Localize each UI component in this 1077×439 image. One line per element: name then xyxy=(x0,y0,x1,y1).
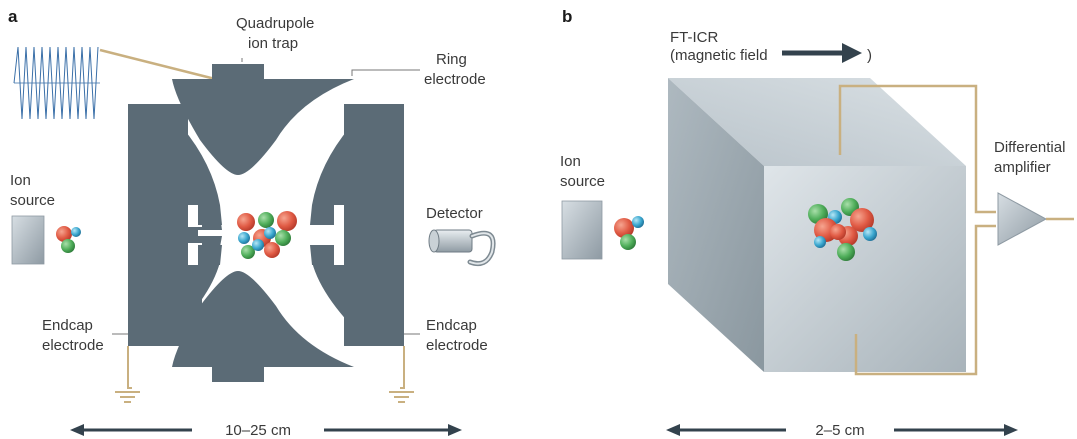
trap-label-2: ion trap xyxy=(248,35,298,52)
endcap-right-label-1: Endcap xyxy=(426,317,477,334)
scale-arrow-a xyxy=(70,424,462,436)
ftcir-label-2b: ) xyxy=(867,47,872,64)
detector-icon xyxy=(428,229,496,267)
trapped-ions-a xyxy=(237,211,297,259)
detection-wires xyxy=(838,84,996,376)
ion-source-a-label-1: Ion xyxy=(10,172,31,189)
ion-source-b-label-1: Ion xyxy=(560,153,581,170)
trapped-ions-b xyxy=(808,198,877,261)
panel-b-letter: b xyxy=(562,7,572,26)
ring-electrode-top xyxy=(172,64,354,175)
scale-arrow-b xyxy=(666,424,1018,436)
ground-right-icon xyxy=(389,346,414,403)
endcap-right-label-2: electrode xyxy=(426,337,488,354)
differential-amplifier-icon xyxy=(997,192,1048,246)
ion-source-b-label-2: source xyxy=(560,173,605,190)
ion-source-b xyxy=(561,200,603,260)
ftcir-cell xyxy=(668,78,966,372)
amp-label-1: Differential xyxy=(994,139,1065,156)
endcap-left-label-2: electrode xyxy=(42,337,104,354)
ftcir-label-2a: (magnetic field xyxy=(670,47,768,64)
magnetic-field-arrow-icon xyxy=(782,43,862,63)
source-ions-b xyxy=(614,216,644,250)
detector-label: Detector xyxy=(426,205,483,222)
ring-electrode-bottom xyxy=(172,271,354,382)
scale-label-b: 2–5 cm xyxy=(815,422,864,439)
ion-source-a-label-2: source xyxy=(10,192,55,209)
ftcir-label-1: FT-ICR xyxy=(670,29,718,46)
source-ions-a xyxy=(56,226,81,253)
ring-label-1: Ring xyxy=(436,51,467,68)
panel-a-letter: a xyxy=(8,7,18,26)
endcap-left-label-1: Endcap xyxy=(42,317,93,334)
trap-label-1: Quadrupole xyxy=(236,15,314,32)
ion-source-a xyxy=(11,215,45,265)
scale-label-a: 10–25 cm xyxy=(225,422,291,439)
amp-label-2: amplifier xyxy=(994,159,1051,176)
ring-leader-line xyxy=(351,69,420,76)
ground-left-icon xyxy=(115,346,140,403)
ring-label-2: electrode xyxy=(424,71,486,88)
rf-waveform-icon xyxy=(13,46,100,120)
